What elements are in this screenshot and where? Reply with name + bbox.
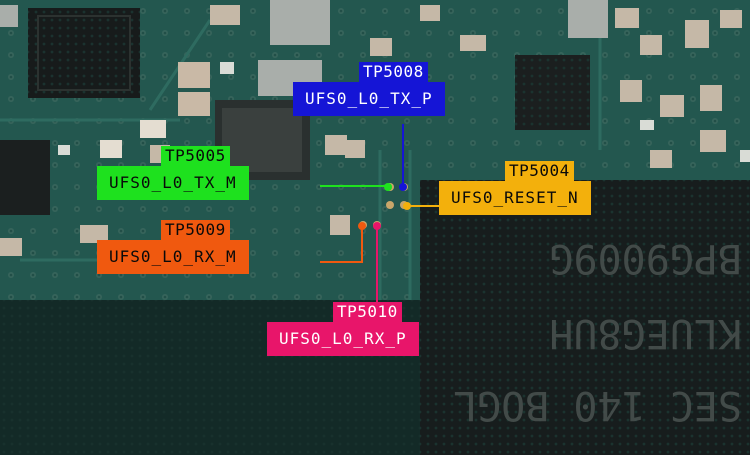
metal-components xyxy=(0,0,608,96)
leader-dots xyxy=(358,183,411,230)
testpoint-id-tp5010: TP5010 xyxy=(333,302,402,322)
signal-name-tp5004: UFS0_RESET_N xyxy=(439,181,591,215)
qfn-chip xyxy=(28,8,140,98)
label-tp5005: TP5005 UFS0_L0_TX_M xyxy=(97,146,249,200)
leader-lines xyxy=(320,124,442,302)
chip-marking-line1: BPG9009G xyxy=(549,235,742,281)
ufs-memory-chip: BPG9009G KLUEG8UH SEC 140 BOGL xyxy=(420,180,750,455)
right-ic xyxy=(515,55,590,130)
testpoint-id-tp5009: TP5009 xyxy=(161,220,230,240)
testpoint-id-tp5005: TP5005 xyxy=(161,146,230,166)
label-tp5009: TP5009 UFS0_L0_RX_M xyxy=(97,220,249,274)
label-tp5010: TP5010 UFS0_L0_RX_P xyxy=(267,302,419,356)
signal-name-tp5010: UFS0_L0_RX_P xyxy=(267,322,419,356)
left-ic xyxy=(0,140,50,215)
label-tp5008: TP5008 UFS0_L0_TX_P xyxy=(293,62,445,116)
passive-components xyxy=(0,5,742,256)
signal-name-tp5008: UFS0_L0_TX_P xyxy=(293,82,445,116)
testpoint-id-tp5004: TP5004 xyxy=(505,161,574,181)
chip-marking-line3: SEC 140 BOGL xyxy=(453,382,742,428)
signal-name-tp5005: UFS0_L0_TX_M xyxy=(97,166,249,200)
testpoint-id-tp5008: TP5008 xyxy=(359,62,428,82)
signal-name-tp5009: UFS0_L0_RX_M xyxy=(97,240,249,274)
chip-marking-line2: KLUEG8UH xyxy=(549,310,742,356)
label-tp5004: TP5004 UFS0_RESET_N xyxy=(439,161,591,215)
